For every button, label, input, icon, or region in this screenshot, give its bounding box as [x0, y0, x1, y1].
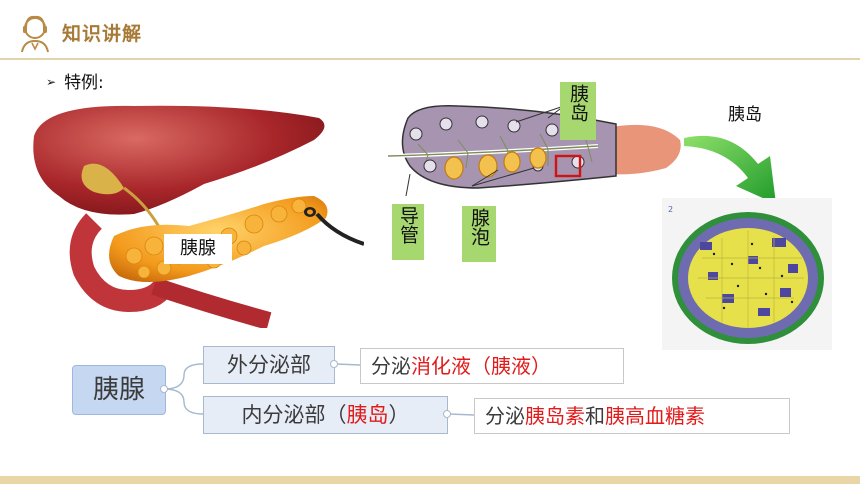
endocrine-suffix: ） — [388, 403, 410, 427]
islet-label-micrograph: 胰岛 — [728, 105, 762, 125]
endocrine-islet-text: 胰岛 — [346, 403, 389, 427]
mindmap-root-node[interactable]: 胰腺 — [72, 365, 166, 415]
pancreas-schematic — [388, 105, 681, 197]
svg-text:2: 2 — [668, 205, 673, 214]
pancreas-label: 胰腺 — [164, 234, 232, 264]
endocrine-leaf-glucagon: 胰高血糖素 — [605, 404, 705, 428]
exocrine-leaf-prefix: 分泌 — [371, 354, 411, 378]
bullet-text: 特例: — [64, 73, 104, 93]
green-arrow-icon — [684, 135, 776, 204]
exocrine-leaf-red: 消化液（胰液） — [411, 354, 551, 378]
mindmap-exocrine-node[interactable]: 外分泌部 — [203, 346, 335, 384]
endocrine-leaf-and: 和 — [585, 404, 605, 428]
bottom-bar — [0, 476, 860, 484]
bullet-arrow-icon: ➢ — [46, 75, 57, 89]
mindmap-endocrine-leaf[interactable]: 分泌胰岛素和胰高血糖素 — [474, 398, 790, 434]
islet-label-diagram: 胰岛 — [560, 82, 596, 140]
bullet-point: ➢ 特例: — [46, 68, 104, 93]
endocrine-prefix: 内分泌部（ — [241, 403, 347, 427]
header-divider — [0, 58, 860, 60]
mindmap-endocrine-node[interactable]: 内分泌部（胰岛） — [203, 396, 448, 434]
mindmap-exocrine-leaf[interactable]: 分泌消化液（胰液） — [360, 348, 624, 384]
islet-micrograph: 2 — [662, 198, 832, 350]
mindmap-exocrine-connector-dot — [330, 360, 338, 368]
duct-label: 导管 — [392, 204, 424, 260]
acinus-label: 腺泡 — [462, 206, 496, 262]
mindmap-root-connector-dot — [160, 385, 168, 393]
endocrine-leaf-insulin: 胰岛素 — [525, 404, 585, 428]
mindmap-endocrine-connector-dot — [443, 410, 451, 418]
page-title: 知识讲解 — [62, 23, 143, 45]
endocrine-leaf-prefix: 分泌 — [485, 404, 525, 428]
teacher-icon — [21, 15, 49, 53]
